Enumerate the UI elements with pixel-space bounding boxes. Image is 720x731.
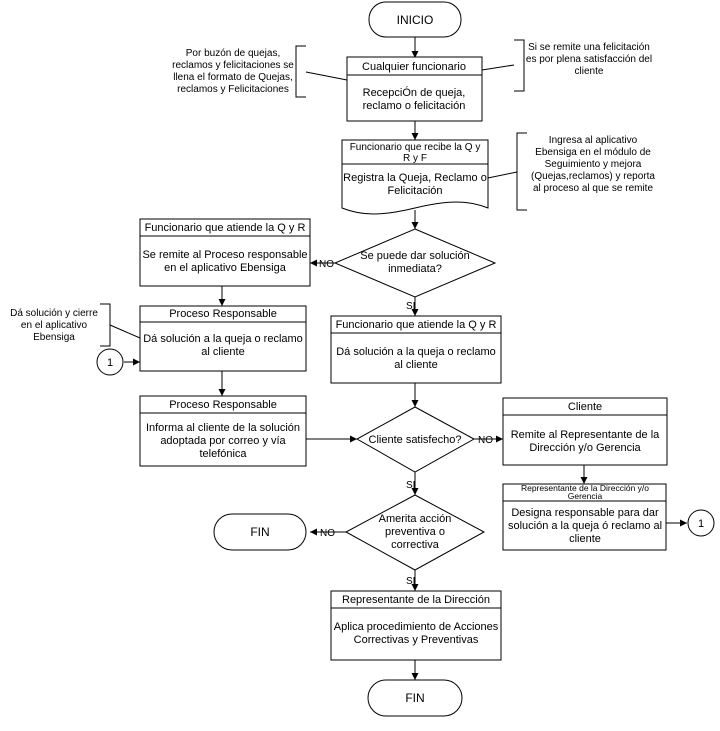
box-title: Funcionario que atiende la Q y R — [336, 319, 497, 331]
annotation-felicitacion: Si se remite una felicitación es por ple… — [526, 42, 652, 77]
annotation-ebensiga: Ingresa al aplicativo Ebensiga en el mód… — [531, 135, 655, 194]
box-corrective-actions: Representante de la Dirección Aplica pro… — [330, 590, 502, 661]
annotation-line: es por plena satisfacción del — [526, 54, 652, 65]
box-immediate-solution: Funcionario que atiende la Q y R Dá solu… — [330, 315, 502, 384]
decision-label: Amerita acción — [379, 513, 452, 525]
no-label: NO — [320, 528, 335, 539]
box-body-line: al cliente — [201, 346, 244, 358]
box-inform-client: Proceso Responsable Informa al cliente d… — [139, 395, 307, 467]
box-body-line: Dá solución a la queja o reclamo — [336, 346, 496, 358]
box-body-line: Remite al Representante de la — [511, 429, 660, 441]
annotation-line: Seguimiento y mejora — [545, 159, 642, 170]
annotation-line: reclamos y felicitaciones se — [172, 60, 294, 71]
connector-circle-left: 1 — [96, 348, 124, 376]
box-title: Funcionario que recibe la Q y — [350, 142, 481, 153]
si-label: SI — [406, 301, 415, 312]
annotation-buzon: Por buzón de quejas, reclamos y felicita… — [172, 48, 294, 95]
annotation-line: Ebensiga — [33, 332, 75, 343]
branch-labels: NO SI NO SI NO SI — [319, 259, 493, 587]
decision-preventive: Amerita acción preventiva o correctiva — [344, 494, 486, 571]
box-title: Cliente — [568, 401, 602, 413]
box-body-line: reclamo o felicitación — [363, 100, 466, 112]
annotation-line: reclamos y Felicitaciones — [177, 84, 289, 95]
box-body-line: Correctivas y Preventivas — [354, 634, 479, 646]
box-process-solution: Proceso Responsable Dá solución a la que… — [139, 305, 307, 372]
box-body-line: Felicitación — [387, 185, 442, 197]
decision-label: Se puede dar solución — [360, 250, 469, 262]
box-title: Cualquier funcionario — [362, 61, 466, 73]
start-label: INICIO — [397, 13, 434, 27]
box-representative-assign: Representante de la Dirección y/o Gerenc… — [502, 483, 667, 551]
box-remit-process: Funcionario que atiende la Q y R Se remi… — [139, 218, 311, 287]
annotation-line: en el aplicativo — [21, 320, 88, 331]
box-reception: Cualquier funcionario RecepciÓn de queja… — [346, 56, 483, 122]
connector-label: 1 — [698, 518, 704, 530]
connectors — [100, 37, 687, 680]
si-label: SI — [406, 480, 415, 491]
box-body-line: Informa al cliente de la solución — [146, 422, 300, 434]
box-title: Proceso Responsable — [169, 308, 277, 320]
box-body-line: Se remite al Proceso responsable — [142, 249, 307, 261]
box-body-line: Dirección y/o Gerencia — [529, 442, 641, 454]
box-title: Proceso Responsable — [169, 399, 277, 411]
box-title: Representante de la Dirección — [342, 594, 490, 606]
decision-label: correctiva — [391, 539, 440, 551]
start-terminator: INICIO — [368, 1, 462, 38]
box-body-line: telefónica — [199, 448, 247, 460]
connector-circle-right: 1 — [687, 509, 715, 537]
box-body-line: RecepciÓn de queja, — [363, 86, 466, 99]
annotation-line: al proceso al que se remite — [533, 183, 654, 194]
box-title: Gerencia — [568, 491, 603, 501]
box-body-line: Designa responsable para dar — [511, 507, 659, 519]
decision-satisfied: Cliente satisfecho? — [355, 406, 476, 473]
box-body-line: solución a la queja ó reclamo al — [508, 520, 662, 532]
end-bottom-label: FIN — [405, 691, 424, 705]
connector-label: 1 — [107, 357, 113, 369]
box-body-line: Dá solución a la queja o reclamo — [143, 333, 303, 345]
box-body-line: al cliente — [394, 359, 437, 371]
annotation-line: Ingresa al aplicativo — [549, 135, 638, 146]
box-title: Funcionario que atiende la Q y R — [145, 222, 306, 234]
no-label: NO — [478, 435, 493, 446]
si-label: SI — [406, 576, 415, 587]
annotation-line: (Quejas,reclamos) y reporta — [531, 171, 655, 182]
box-client: Cliente Remite al Representante de la Di… — [502, 397, 668, 466]
decision-label: Cliente satisfecho? — [369, 434, 462, 446]
end-terminator-bottom: FIN — [367, 679, 463, 717]
decision-immediate: Se puede dar solución inmediata? — [333, 228, 497, 298]
annotation-line: cliente — [575, 66, 604, 77]
document-register: Funcionario que recibe la Q y R y F Regi… — [341, 139, 489, 215]
annotation-line: llena el formato de Quejas, — [173, 72, 293, 83]
box-body-line: adoptada por correo y vía — [160, 435, 286, 447]
box-body-line: Aplica procedimiento de Acciones — [334, 621, 499, 633]
end-terminator-left: FIN — [213, 513, 307, 551]
annotation-cierre: Dá solución y cierre en el aplicativo Eb… — [10, 308, 98, 343]
box-body-line: en el aplicativo Ebensiga — [164, 262, 287, 274]
annotation-line: Por buzón de quejas, — [186, 48, 281, 59]
box-title: R y F — [403, 153, 427, 164]
annotation-line: Si se remite una felicitación — [528, 42, 650, 53]
box-body-line: cliente — [569, 533, 601, 545]
decision-label: preventiva o — [385, 526, 445, 538]
no-label: NO — [319, 259, 334, 270]
box-body-line: Registra la Queja, Reclamo o — [343, 172, 487, 184]
box-title: Representante de la Dirección y/o — [521, 483, 649, 493]
annotation-line: Dá solución y cierre — [10, 308, 98, 319]
end-left-label: FIN — [250, 525, 269, 539]
decision-label: inmediata? — [388, 263, 442, 275]
annotation-line: Ebensiga en el módulo de — [535, 147, 651, 158]
